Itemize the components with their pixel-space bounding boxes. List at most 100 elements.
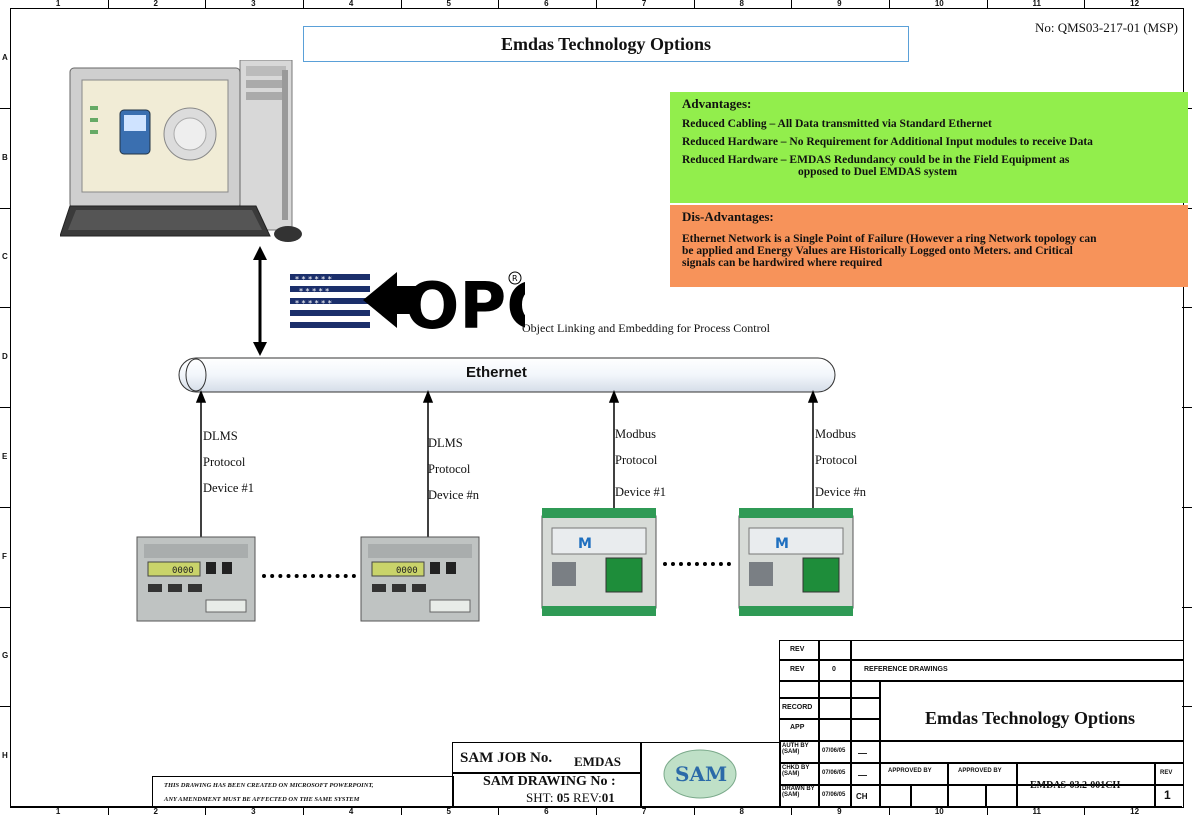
- modbus-device-n-icon: M: [738, 508, 854, 616]
- device-protocol: Modbus: [615, 427, 656, 441]
- zone-column-label: 11: [1032, 807, 1041, 816]
- svg-text:M: M: [578, 536, 592, 552]
- svg-text:M: M: [775, 536, 789, 552]
- zone-tick: [498, 0, 500, 9]
- approved-by-2: APPROVED BY: [958, 768, 1002, 774]
- disadvantage-line: Ethernet Network is a Single Point of Fa…: [682, 233, 1097, 245]
- zone-tick: [303, 806, 304, 815]
- sam-job-value: EMDAS: [574, 754, 621, 769]
- zone-tick: [1182, 606, 1192, 608]
- workstation-icon: [60, 60, 302, 242]
- auth-date: 07/06/05: [822, 748, 846, 754]
- tb-line: [1154, 762, 1156, 808]
- reference-drawings-label: REFERENCE DRAWINGS: [864, 666, 948, 673]
- zone-column-label: 3: [251, 807, 256, 816]
- zone-column-label: 11: [1032, 0, 1041, 8]
- ethernet-label: Ethernet: [466, 364, 527, 381]
- dlms-meter-n-icon: 0000: [360, 536, 480, 622]
- rev-number: 1: [1164, 788, 1171, 802]
- dlms-meter-1-icon: 0000: [136, 536, 256, 622]
- sam-job-label: SAM JOB No.: [460, 750, 553, 766]
- zone-tick: [889, 0, 890, 9]
- ethernet-bus: [178, 357, 836, 393]
- tb-line: [947, 762, 949, 808]
- zone-column-label: 6: [544, 0, 549, 8]
- tb-line: [779, 718, 881, 720]
- zone-column-label: 1: [55, 807, 61, 816]
- title-block-frame: [779, 640, 1184, 808]
- device-protocol: DLMS: [203, 429, 238, 443]
- document-number: No: QMS03-217-01 (MSP): [1034, 20, 1178, 35]
- record-label: RECORD: [782, 704, 813, 711]
- opc-description: Object Linking and Embedding for Process…: [522, 321, 770, 335]
- zone-tick: [400, 0, 402, 9]
- zone-column-label: 3: [251, 0, 256, 8]
- opc-logo-text: OPC: [405, 270, 525, 342]
- zone-column-label: 12: [1130, 807, 1140, 816]
- zone-row-label: A: [2, 52, 8, 62]
- zone-tick: [1182, 307, 1192, 309]
- zone-tick: [596, 806, 597, 815]
- zone-tick: [1084, 806, 1086, 815]
- sam-job-box: [452, 742, 642, 808]
- disadvantage-line: be applied and Energy Values are Histori…: [682, 245, 1073, 257]
- drawing-title: Emdas Technology Options: [924, 708, 1136, 728]
- advantage-item: Reduced Cabling – All Data transmitted v…: [682, 118, 992, 130]
- zone-column-label: 5: [446, 0, 451, 8]
- drawn-by-label: DRAWN BY (SAM): [782, 786, 815, 798]
- zone-tick: [693, 806, 695, 815]
- zone-row-label: E: [2, 451, 8, 461]
- sam-logo: SAM: [663, 749, 737, 799]
- rev-value-2: 01: [601, 790, 615, 805]
- meter-display-text: 0000: [396, 566, 418, 576]
- device-label-modbus-1: Modbus Protocol Device #1: [615, 421, 666, 505]
- zone-column-label: 1: [55, 0, 61, 8]
- sheet-value: 05: [556, 790, 570, 805]
- amendment-note-line-2: ANY AMENDMENT MUST BE AFFECTED ON THE SA…: [164, 796, 360, 803]
- zone-tick: [0, 506, 10, 508]
- device-id: Device #n: [428, 488, 480, 502]
- zone-tick: [400, 806, 402, 815]
- zone-tick: [107, 0, 109, 9]
- zone-column-label: 9: [837, 0, 842, 8]
- device-protocol-word: Protocol: [615, 453, 658, 467]
- zone-tick: [0, 207, 10, 209]
- zone-row-label: D: [2, 352, 8, 362]
- sam-logo-text: SAM: [675, 762, 727, 786]
- zone-tick: [986, 0, 988, 9]
- zone-tick: [107, 806, 109, 815]
- tb-line: [779, 784, 1184, 786]
- tb-line: [1016, 762, 1018, 808]
- sam-logo-box: [640, 742, 781, 808]
- sheet-label: SHT:: [526, 790, 554, 805]
- zone-tick: [986, 806, 988, 815]
- zone-column-label: 7: [641, 0, 647, 8]
- zone-row-label: C: [2, 252, 8, 262]
- zone-tick: [791, 0, 793, 9]
- auth-initials: —: [858, 748, 867, 758]
- rev-column-label: REV: [1160, 770, 1173, 776]
- zone-column-label: 5: [446, 807, 451, 816]
- amendment-note-line-1: THIS DRAWING HAS BEEN CREATED ON MICROSO…: [164, 782, 374, 789]
- drawing-number: EMDAS-03.2-001CH: [1030, 780, 1121, 791]
- drawn-initials: CH: [856, 792, 868, 801]
- tb-line: [879, 680, 881, 808]
- zone-tick: [791, 806, 793, 815]
- zone-tick: [1084, 0, 1086, 9]
- disadvantages-heading: Dis-Advantages:: [682, 209, 774, 224]
- zone-column-label: 9: [837, 807, 842, 816]
- device-label-dlms-n: DLMS Protocol Device #n: [428, 430, 479, 508]
- tb-line: [779, 680, 1184, 682]
- device-label-dlms-1: DLMS Protocol Device #1: [203, 423, 254, 501]
- drawn-date: 07/06/05: [822, 792, 846, 798]
- device-protocol-word: Protocol: [203, 455, 246, 469]
- device-protocol: DLMS: [428, 436, 463, 450]
- disadvantages-panel: Dis-Advantages: Ethernet Network is a Si…: [670, 205, 1188, 287]
- tb-line: [779, 762, 1184, 764]
- tb-line: [818, 640, 820, 808]
- zone-column-label: 7: [641, 807, 647, 816]
- device-links: [195, 390, 819, 538]
- zone-column-label: 2: [153, 807, 158, 816]
- zone-tick: [0, 307, 10, 309]
- page-title: Emdas Technology Options: [303, 26, 909, 62]
